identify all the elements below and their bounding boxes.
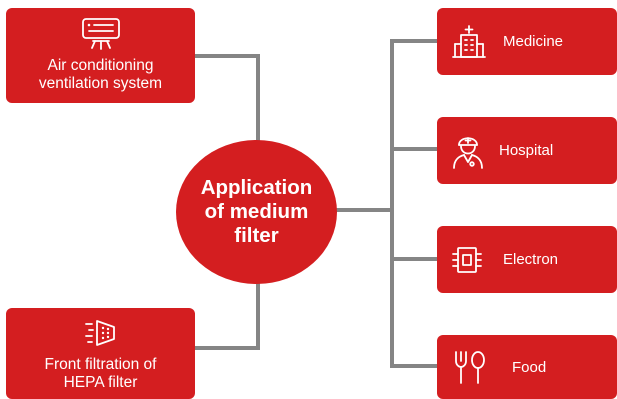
filter-airflow-icon xyxy=(84,318,118,348)
label-hepa-prefiltration: Front filtration of HEPA filter xyxy=(44,356,157,391)
label-hospital: Hospital xyxy=(499,142,554,159)
label-medicine: Medicine xyxy=(503,33,564,50)
label-food: Food xyxy=(512,358,547,376)
center-hub: Application of medium filter xyxy=(176,140,337,284)
connector-air-conditioning xyxy=(195,54,260,150)
doctor-icon xyxy=(452,132,484,170)
chip-icon xyxy=(452,245,482,275)
fork-spoon-icon xyxy=(452,349,488,385)
hospital-building-icon xyxy=(452,24,486,60)
label-air-conditioning: Air conditioning ventilation system xyxy=(38,57,163,92)
label-electron: Electron xyxy=(503,251,559,268)
center-hub-label: Application of medium filter xyxy=(200,176,313,247)
node-hepa-prefiltration: Front filtration of HEPA filter xyxy=(6,308,195,399)
node-hospital: Hospital xyxy=(437,117,617,184)
node-food: Food xyxy=(437,335,617,399)
connector-hepa xyxy=(195,272,260,350)
air-conditioner-icon xyxy=(81,17,121,51)
node-electron: Electron xyxy=(437,226,617,293)
node-air-conditioning: Air conditioning ventilation system xyxy=(6,8,195,103)
node-medicine: Medicine xyxy=(437,8,617,75)
